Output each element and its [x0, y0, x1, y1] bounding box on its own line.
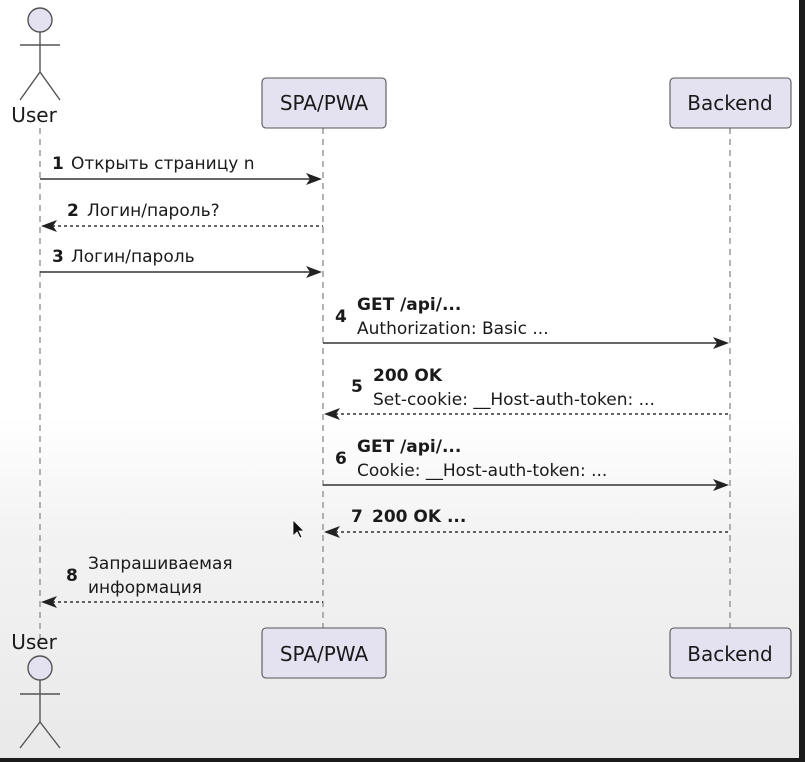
message-2: 2 Логин/пароль? — [41, 201, 323, 232]
message-6: 6 GET /api/... Cookie: __Host-auth-token… — [323, 437, 729, 491]
message-number: 4 — [335, 307, 347, 327]
arrow-head — [306, 173, 322, 185]
user-label-bottom: User — [11, 630, 57, 654]
message-label-line1: Запрашиваемая — [88, 554, 233, 574]
user-actor-legs — [19, 70, 61, 101]
spa-box-top — [261, 77, 387, 129]
message-4: 4 GET /api/... Authorization: Basic ... — [323, 295, 729, 349]
message-number: 8 — [66, 566, 78, 586]
arrow-head — [41, 220, 57, 232]
backend-label-top: Backend — [687, 91, 773, 115]
message-number: 6 — [335, 449, 347, 469]
mouse-cursor-icon — [292, 519, 305, 539]
arrow-head — [324, 526, 340, 538]
message-number: 5 — [351, 377, 363, 397]
message-label-line1: GET /api/... — [357, 437, 461, 457]
message-label: Открыть страницу n — [71, 154, 255, 174]
user-actor-bottom — [19, 655, 61, 749]
message-number: 3 — [52, 247, 64, 267]
spa-box-bottom — [261, 627, 387, 679]
arrow-head — [713, 337, 729, 349]
arrow-head — [324, 408, 340, 420]
message-label-line2: Cookie: __Host-auth-token: ... — [357, 461, 607, 481]
message-8: 8 Запрашиваемая информация — [41, 554, 323, 608]
message-label: Логин/пароль — [71, 247, 195, 267]
message-label: Логин/пароль? — [87, 201, 220, 221]
message-label-line1: GET /api/... — [357, 295, 461, 315]
user-actor-head — [27, 7, 53, 33]
spa-label-bottom: SPA/PWA — [280, 642, 369, 666]
arrow-head — [306, 266, 322, 278]
message-label-line2: Set-cookie: __Host-auth-token: ... — [373, 390, 655, 410]
user-actor-top — [19, 7, 61, 101]
message-number: 1 — [52, 154, 64, 174]
message-number: 2 — [67, 201, 79, 221]
arrow-head — [41, 596, 57, 608]
message-label-line2: информация — [88, 578, 202, 598]
message-5: 5 200 OK Set-cookie: __Host-auth-token: … — [324, 366, 729, 420]
message-label-line2: Authorization: Basic ... — [357, 319, 549, 339]
message-label-line1: 200 OK — [373, 366, 443, 386]
user-actor-legs — [19, 720, 61, 749]
backend-box-top — [669, 77, 792, 129]
message-1: 1 Открыть страницу n — [40, 154, 322, 185]
backend-box-bottom — [669, 627, 792, 679]
backend-label-bottom: Backend — [687, 642, 773, 666]
user-actor-head — [27, 655, 53, 681]
arrow-head — [713, 479, 729, 491]
message-7: 7 200 OK ... — [324, 507, 729, 538]
message-3: 3 Логин/пароль — [40, 247, 322, 278]
message-number: 7 — [351, 507, 363, 527]
message-label: 200 OK ... — [372, 507, 466, 527]
user-label-top: User — [11, 103, 57, 127]
spa-label-top: SPA/PWA — [280, 91, 369, 115]
